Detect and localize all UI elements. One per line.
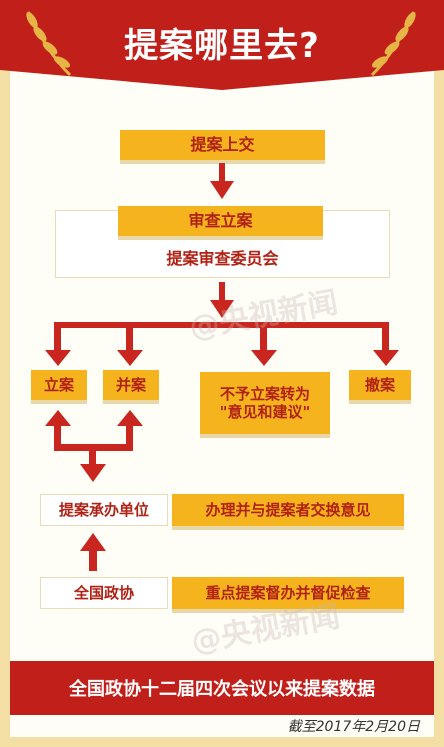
cppcc-label: 全国政协 (73, 584, 134, 602)
merge-box: 并案 (103, 370, 159, 400)
withdraw-box: 撤案 (349, 370, 411, 400)
header-background (0, 0, 444, 90)
cppcc-box: 全国政协 (40, 577, 168, 609)
branch-arrow-icon (45, 322, 71, 366)
up-arrow-icon (80, 533, 106, 571)
handler-label: 提案承办单位 (58, 501, 149, 519)
handler-action-label: 办理并与提案者交换意见 (205, 501, 371, 519)
file-box: 立案 (31, 370, 87, 400)
merge-arrows-icon (45, 410, 143, 482)
review-box: 审查立案 (118, 206, 323, 236)
header-banner: 提案哪里去? (0, 0, 444, 90)
branch-arrow-icon (117, 322, 143, 366)
committee-label: 提案审查委员会 (166, 249, 279, 269)
not-file-box: 不予立案转为 "意见和建议" (200, 372, 330, 434)
handler-action-box: 办理并与提案者交换意见 (172, 494, 404, 526)
down-arrow-icon (210, 282, 234, 318)
page-title: 提案哪里去? (124, 26, 320, 66)
branch-arrow-icon (251, 322, 277, 366)
branch-arrow-icon (373, 322, 399, 366)
branch-line (56, 322, 388, 328)
handler-box: 提案承办单位 (40, 494, 168, 526)
submit-box: 提案上交 (120, 130, 325, 160)
stats-banner: 全国政协十二届四次会议以来提案数据 (10, 661, 434, 715)
committee-box: 提案审查委员会 (55, 244, 390, 274)
down-arrow-icon (210, 163, 234, 199)
review-label: 审查立案 (188, 211, 253, 231)
stats-banner-label: 全国政协十二届四次会议以来提案数据 (69, 679, 375, 700)
not-file-label: 不予立案转为 "意见和建议" (219, 385, 311, 421)
merge-label: 并案 (115, 376, 146, 394)
submit-label: 提案上交 (190, 135, 255, 155)
data-date: 截至2017年2月20日 (287, 719, 420, 735)
file-label: 立案 (43, 376, 74, 394)
cppcc-action-label: 重点提案督办并督促检查 (205, 584, 371, 602)
cppcc-action-box: 重点提案督办并督促检查 (172, 577, 404, 609)
withdraw-label: 撤案 (364, 376, 395, 394)
